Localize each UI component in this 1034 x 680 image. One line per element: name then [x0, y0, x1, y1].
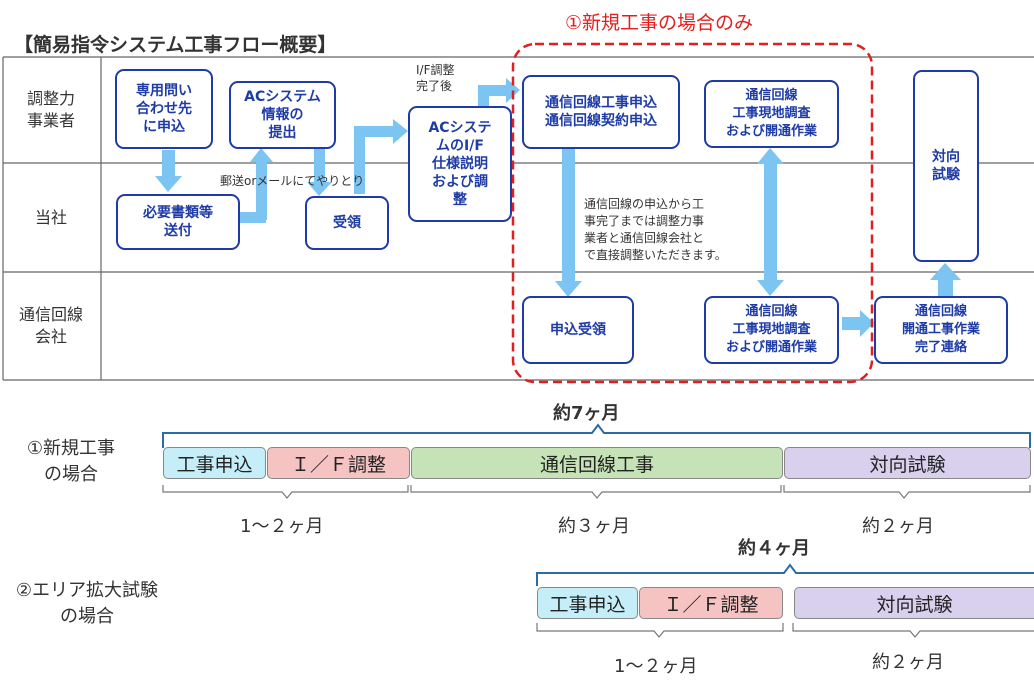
box-app-receipt: 申込受領	[522, 296, 634, 364]
box-survey-bottom: 通信回線 工事現地調査 および開通作業	[704, 296, 839, 364]
flow-arrows	[155, 78, 961, 337]
box-survey-top: 通信回線 工事現地調査 および開通作業	[704, 80, 839, 148]
case1-dur-1: 1～２ヶ月	[240, 516, 324, 537]
annotation-direct-note: 通信回線の申込から工 事完了までは調整力事 業者と通信回線会社と で直接調整いた…	[584, 197, 727, 262]
case1-seg-if: Ｉ／Ｆ調整	[267, 447, 410, 479]
page-title: 【簡易指令システム工事フロー概要】	[14, 34, 337, 56]
case1-label: ①新規工事 の場合	[26, 438, 116, 485]
case1-seg-application: 工事申込	[163, 447, 266, 479]
case2-label: ②エリア拡大試験 の場合	[15, 580, 159, 627]
case1-dur-3: 約２ヶ月	[862, 516, 934, 537]
brace-case2-total	[536, 563, 1034, 586]
case1-total: 約7ヶ月	[553, 403, 620, 424]
case2-dur-1: 1～２ヶ月	[614, 656, 698, 677]
case2-seg-if: Ｉ／Ｆ調整	[639, 587, 783, 619]
case1-seg-comm: 通信回線工事	[411, 447, 783, 479]
case2-seg-test: 対向試験	[794, 587, 1034, 619]
highlight-label: ①新規工事の場合のみ	[565, 12, 754, 34]
lane-label-company: 当社	[34, 207, 67, 227]
box-opening-done: 通信回線 開通工事作業 完了連絡	[874, 296, 1008, 364]
brace-case1-durations	[162, 485, 1031, 499]
box-receipt: 受領	[305, 196, 389, 250]
box-inquiry: 専用問い 合わせ先 に申込	[115, 69, 213, 149]
case2-dur-2: 約２ヶ月	[872, 652, 944, 673]
case2-seg-application: 工事申込	[537, 587, 638, 619]
box-documents: 必要書類等 送付	[116, 194, 240, 250]
box-ac-info: ACシステム 情報の 提出	[229, 81, 336, 149]
box-test: 対向 試験	[913, 70, 979, 262]
case2-total: 約４ヶ月	[738, 538, 810, 559]
box-ac-if: ACシステ ムのI/F 仕様説明 および調 整	[408, 106, 512, 222]
annotation-mail: 郵送orメールにてやりとり	[220, 174, 365, 188]
brace-case2-durations	[536, 623, 1034, 638]
box-comm-apply: 通信回線工事申込 通信回線契約申込	[522, 75, 680, 149]
brace-case1-total	[162, 423, 1031, 448]
annotation-if-done: I/F調整 完了後	[416, 63, 455, 93]
lane-label-provider: 調整力 事業者	[26, 89, 75, 130]
case1-dur-2: 約３ヶ月	[558, 516, 630, 537]
lane-label-carrier: 通信回線 会社	[18, 305, 83, 346]
case1-seg-test: 対向試験	[784, 447, 1031, 479]
new-construction-highlight	[511, 42, 874, 384]
